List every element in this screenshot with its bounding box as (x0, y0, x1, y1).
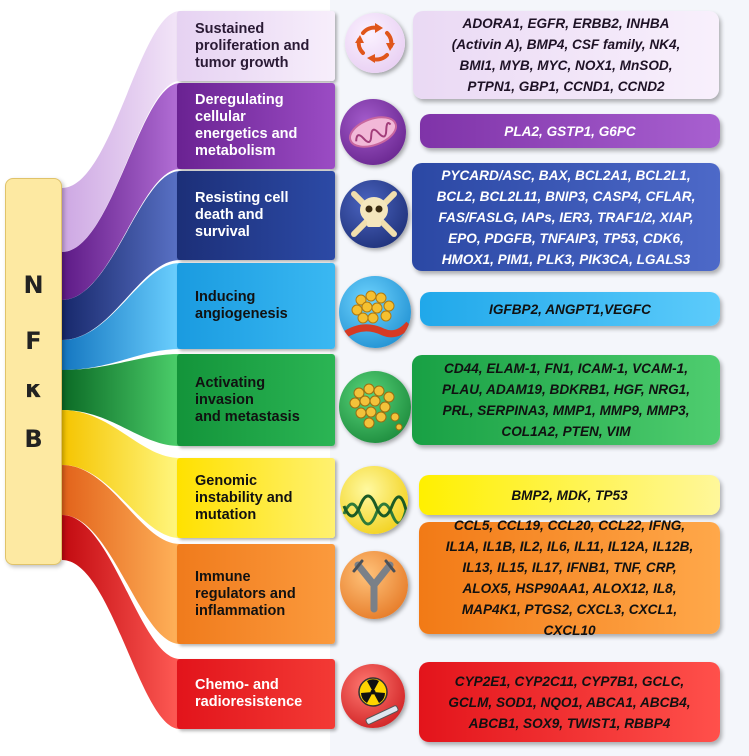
dna-helix-icon (340, 466, 408, 534)
circular-arrows-icon (345, 13, 405, 73)
antibody-icon (340, 551, 408, 619)
gene-list-angiogenesis: IGFBP2, ANGPT1,VEGFC (420, 292, 720, 326)
nfkb-letter-n: N (6, 271, 61, 299)
hallmark-label-proliferation: Sustained proliferation and tumor growth (177, 11, 335, 81)
gene-list-invasion: CD44, ELAM-1, FN1, ICAM-1, VCAM-1, PLAU,… (412, 355, 720, 445)
nfkb-letter-f: F (6, 327, 61, 355)
gene-list-text: PLA2, GSTP1, G6PC (504, 121, 635, 142)
hallmark-label-resistance: Chemo- and radioresistence (177, 659, 335, 729)
mitochondrion-icon (340, 99, 406, 165)
hallmark-label-angiogenesis: Inducing angiogenesis (177, 263, 335, 349)
gene-list-text: ADORA1, EGFR, ERBB2, INHBA (Activin A), … (452, 13, 681, 97)
hallmark-label-metabolism: Deregulating cellular energetics and met… (177, 83, 335, 169)
nfkb-letter-b: B (6, 425, 61, 453)
gene-list-text: IGFBP2, ANGPT1,VEGFC (489, 299, 651, 320)
hallmark-label-text: Inducing angiogenesis (195, 289, 288, 323)
nfkb-letter-kappa: κ (6, 375, 61, 403)
gene-list-text: BMP2, MDK, TP53 (511, 485, 627, 506)
gene-list-text: CCL5, CCL19, CCL20, CCL22, IFNG, IL1A, I… (446, 515, 694, 641)
gene-list-cell-death: PYCARD/ASC, BAX, BCL2A1, BCL2L1, BCL2, B… (412, 163, 720, 271)
hallmark-label-text: Activating invasion and metastasis (195, 375, 327, 426)
hallmark-label-immune: Immune regulators and inflammation (177, 544, 335, 644)
hallmark-label-text: Chemo- and radioresistence (195, 677, 302, 711)
skull-crossbones-icon (340, 180, 408, 248)
hallmark-label-text: Resisting cell death and survival (195, 190, 288, 241)
nfkb-box: N F κ B (5, 178, 62, 565)
gene-list-metabolism: PLA2, GSTP1, G6PC (420, 114, 720, 148)
gene-list-text: PYCARD/ASC, BAX, BCL2A1, BCL2L1, BCL2, B… (437, 165, 696, 270)
hallmark-label-text: Sustained proliferation and tumor growth (195, 21, 309, 72)
gene-list-proliferation: ADORA1, EGFR, ERBB2, INHBA (Activin A), … (413, 11, 719, 99)
hallmark-label-cell-death: Resisting cell death and survival (177, 171, 335, 260)
hallmark-label-text: Immune regulators and inflammation (195, 569, 296, 620)
gene-list-genomic: BMP2, MDK, TP53 (419, 475, 720, 515)
hallmark-label-text: Deregulating cellular energetics and met… (195, 92, 297, 160)
gene-list-resistance: CYP2E1, CYP2C11, CYP7B1, GCLC, GCLM, SOD… (419, 662, 720, 742)
hallmark-label-genomic: Genomic instability and mutation (177, 458, 335, 538)
cell-cluster-icon (339, 371, 411, 443)
gene-list-immune: CCL5, CCL19, CCL20, CCL22, IFNG, IL1A, I… (419, 522, 720, 634)
hallmark-label-invasion: Activating invasion and metastasis (177, 354, 335, 446)
radiation-syringe-icon (341, 664, 405, 728)
hallmark-label-text: Genomic instability and mutation (195, 473, 293, 524)
gene-list-text: CYP2E1, CYP2C11, CYP7B1, GCLC, GCLM, SOD… (448, 671, 690, 734)
blood-vessel-tumor-icon (339, 276, 411, 348)
gene-list-text: CD44, ELAM-1, FN1, ICAM-1, VCAM-1, PLAU,… (442, 358, 690, 442)
